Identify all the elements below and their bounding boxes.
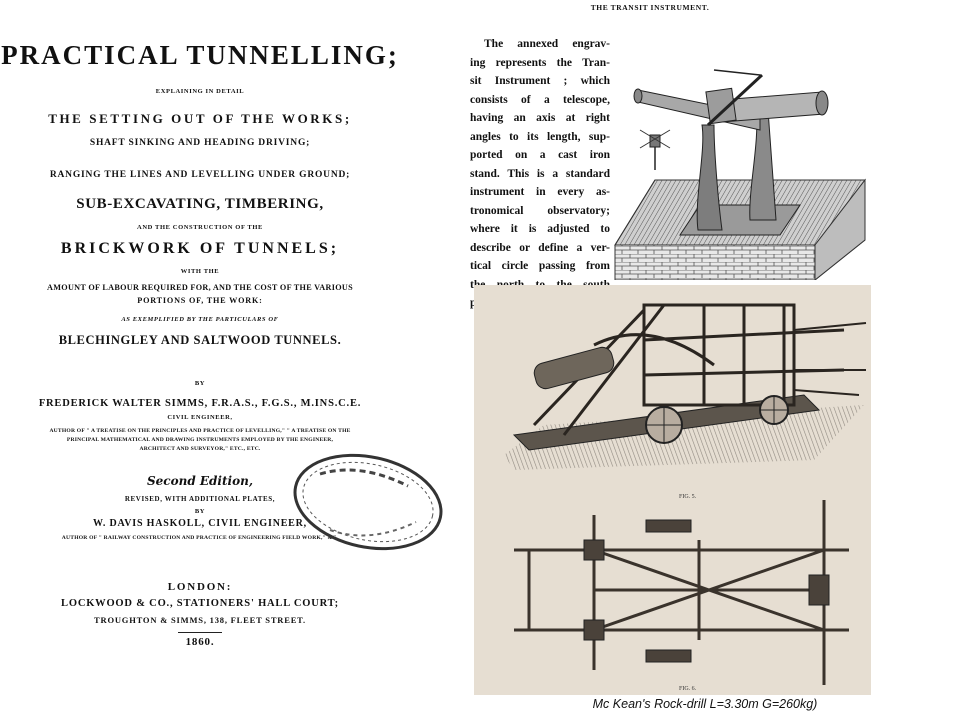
subtitle-exemplified: AS EXEMPLIFIED BY THE PARTICULARS OF: [121, 316, 279, 323]
transit-text-line: angles to its length, sup-: [470, 130, 610, 143]
publication-year: 1860.: [185, 636, 215, 648]
subtitle-explaining: EXPLAINING IN DETAIL: [155, 88, 245, 95]
author-name: FREDERICK WALTER SIMMS, F.R.A.S., F.G.S.…: [38, 398, 362, 409]
transit-instrument-engraving: [614, 69, 867, 280]
transit-heading: THE TRANSIT INSTRUMENT.: [590, 3, 710, 12]
transit-text-line: having an axis at right: [470, 112, 610, 124]
author-works-line-1: AUTHOR OF " A TREATISE ON THE PRINCIPLES…: [49, 428, 351, 434]
transit-text-line: ing represents the Tran-: [470, 56, 610, 69]
transit-text-line: where it is adjusted to: [470, 223, 610, 235]
edition-label: Second Edition,: [146, 474, 253, 488]
rock-drill-caption: Mc Kean's Rock-drill L=3.30m G=260kg): [592, 697, 818, 711]
transit-text-line: instrument in every as-: [470, 186, 610, 198]
subtitle-amount: AMOUNT OF LABOUR REQUIRED FOR, AND THE C…: [47, 283, 353, 292]
subtitle-setting-out: THE SETTING OUT OF THE WORKS;: [48, 111, 352, 126]
title-page: PRACTICAL TUNNELLING; EXPLAINING IN DETA…: [0, 0, 470, 720]
transit-text-line: stand. This is a standard: [470, 167, 610, 180]
publisher: LOCKWOOD & CO., STATIONERS' HALL COURT;: [61, 598, 339, 609]
rock-drill-plate: FIG. 5. FIG. 6.: [474, 285, 871, 695]
editor-name: W. DAVIS HASKOLL, CIVIL ENGINEER,: [93, 518, 307, 529]
fig5-label: FIG. 5.: [679, 494, 697, 500]
book-title: PRACTICAL TUNNELLING;: [1, 40, 399, 70]
transit-description: The annexed engrav-ing represents the Tr…: [470, 35, 610, 313]
author-works-line-2: PRINCIPAL MATHEMATICAL AND DRAWING INSTR…: [66, 437, 334, 443]
subtitle-sub-excavating: SUB-EXCAVATING, TIMBERING,: [76, 196, 324, 212]
author-works-line-3: ARCHITECT AND SURVEYOR," ETC., ETC.: [139, 446, 261, 452]
subtitle-brickwork: BRICKWORK OF TUNNELS;: [60, 240, 340, 257]
subtitle-shaft-sinking: SHAFT SINKING AND HEADING DRIVING;: [89, 138, 311, 148]
library-stamp-icon: [293, 453, 443, 551]
transit-text-line: tronomical observatory;: [470, 204, 610, 217]
printer: TROUGHTON & SIMMS, 138, FLEET STREET.: [94, 615, 306, 625]
subtitle-ranging: RANGING THE LINES AND LEVELLING UNDER GR…: [49, 170, 351, 180]
transit-text-line: ported on a cast iron: [470, 149, 610, 161]
subtitle-construction: AND THE CONSTRUCTION OF THE: [137, 224, 263, 231]
fig6-label: FIG. 6.: [679, 686, 697, 692]
transit-text-line: The annexed engrav-: [484, 38, 610, 50]
rock-drill-engraving: FIG. 5. FIG. 6.: [504, 303, 867, 692]
transit-text-line: sit Instrument ; which: [470, 75, 610, 87]
by-label: BY: [194, 380, 206, 387]
divider-rule: [178, 632, 222, 633]
author-role: CIVIL ENGINEER,: [167, 414, 233, 421]
place-of-publication: LONDON:: [167, 581, 233, 593]
transit-text-line: consists of a telescope,: [470, 93, 610, 106]
subtitle-portions: PORTIONS OF, THE WORK:: [137, 296, 263, 305]
subtitle-tunnels: BLECHINGLEY AND SALTWOOD TUNNELS.: [58, 333, 342, 347]
editor-works: AUTHOR OF " RAILWAY CONSTRUCTION AND PRA…: [61, 535, 339, 541]
transit-text-line: tical circle passing from: [470, 260, 610, 272]
by-label-2: BY: [194, 508, 206, 515]
subtitle-with-the: WITH THE: [180, 268, 220, 275]
revised-label: REVISED, WITH ADDITIONAL PLATES,: [124, 495, 276, 503]
transit-text-line: describe or define a ver-: [470, 241, 610, 254]
